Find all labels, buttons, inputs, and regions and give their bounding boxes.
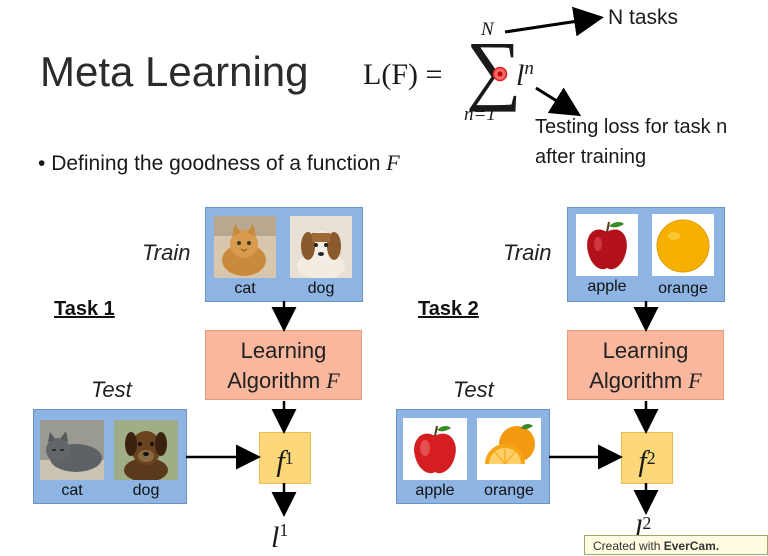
cat-photo-icon [40, 420, 104, 480]
formula-lhs: L(F) = [363, 58, 443, 91]
apple-photo-icon [403, 418, 467, 480]
task1-algorithm-symbol: F [326, 368, 340, 393]
dog-photo-icon [114, 420, 178, 480]
testing-loss-annotation-line1: Testing loss for task n [535, 116, 728, 138]
task1-test-images: cat dog [33, 409, 187, 504]
task2-test-images: apple orange [396, 409, 550, 504]
annotation-arrows [504, 6, 604, 117]
task2-loss-sup: 2 [642, 513, 652, 533]
task2-algorithm-symbol: F [688, 368, 702, 393]
arrow-to-n-tasks [504, 6, 604, 37]
task2-test-caption-apple: apple [415, 482, 455, 499]
task2-algorithm-word: Algorithm [589, 368, 683, 393]
orange-slices-photo-icon [477, 418, 541, 480]
task2-test-label: Test [453, 377, 494, 402]
task1-train-label: Train [142, 240, 191, 265]
task1-learning-algorithm-box: Learning Algorithm F [205, 330, 362, 400]
task1-function-base: f [276, 444, 285, 478]
watermark-prefix: Created with [593, 539, 661, 553]
task1-loss-sup: 1 [279, 520, 289, 540]
task2-loss-base: l [634, 514, 643, 547]
task1-train-caption-dog: dog [307, 280, 335, 297]
task1-test-caption-dog: dog [132, 482, 160, 499]
evercam-watermark: Created with EverCam. [584, 535, 768, 555]
task2-train-caption-apple: apple [587, 278, 627, 295]
arrow-to-testing-loss [535, 86, 582, 117]
formula-term: ln [516, 58, 534, 93]
slide-title: Meta Learning [40, 48, 309, 95]
cat-photo-icon [214, 216, 276, 278]
apple-photo-icon [576, 214, 638, 276]
task2-function-sup: 2 [646, 448, 656, 468]
task2-loss: l2 [634, 513, 651, 548]
task2-function-base: f [638, 444, 647, 478]
formula-term-base: l [516, 59, 525, 92]
task2-label: Task 2 [418, 298, 479, 320]
task2-train-label: Train [503, 240, 552, 265]
formula-sigma: ∑ [466, 25, 522, 112]
task2-train-images: apple orange [567, 207, 725, 302]
task1-train-caption-cat: cat [234, 280, 256, 297]
task2-algorithm-line1: Learning [602, 338, 689, 363]
task1-algorithm-line2: Algorithm F [206, 366, 361, 396]
formula-upper-limit: N [481, 19, 494, 40]
task1-label: Task 1 [54, 298, 115, 320]
task2-function-box: f2 [621, 432, 673, 484]
task1-test-label: Test [91, 377, 132, 402]
testing-loss-annotation-line2: after training [535, 146, 647, 168]
n-tasks-annotation: N tasks [608, 6, 679, 29]
task1-loss-base: l [271, 521, 280, 554]
formula-term-sup: n [524, 58, 534, 79]
bullet-point: • Defining the goodness of a function F [38, 150, 400, 176]
task2-train-caption-orange: orange [658, 280, 708, 297]
pointer-dot-icon [492, 66, 508, 82]
task1-test-caption-cat: cat [61, 482, 83, 499]
task1-loss: l1 [271, 520, 288, 555]
bullet-text: Defining the goodness of a function [51, 152, 381, 175]
task1-train-images: cat dog [205, 207, 363, 302]
task1-function-box: f1 [259, 432, 311, 484]
formula-lower-limit: n=1 [464, 104, 496, 125]
task1-algorithm-word: Algorithm [227, 368, 321, 393]
dog-photo-icon [290, 216, 352, 278]
task2-algorithm-line2: Algorithm F [568, 366, 723, 396]
bullet-symbol: F [386, 150, 400, 175]
watermark-brand: EverCam. [663, 539, 720, 553]
task2-test-caption-orange: orange [484, 482, 534, 499]
bullet-marker: • [38, 152, 46, 175]
task1-algorithm-line1: Learning [240, 338, 327, 363]
orange-photo-icon [652, 214, 714, 276]
task1-function-sup: 1 [284, 448, 294, 468]
